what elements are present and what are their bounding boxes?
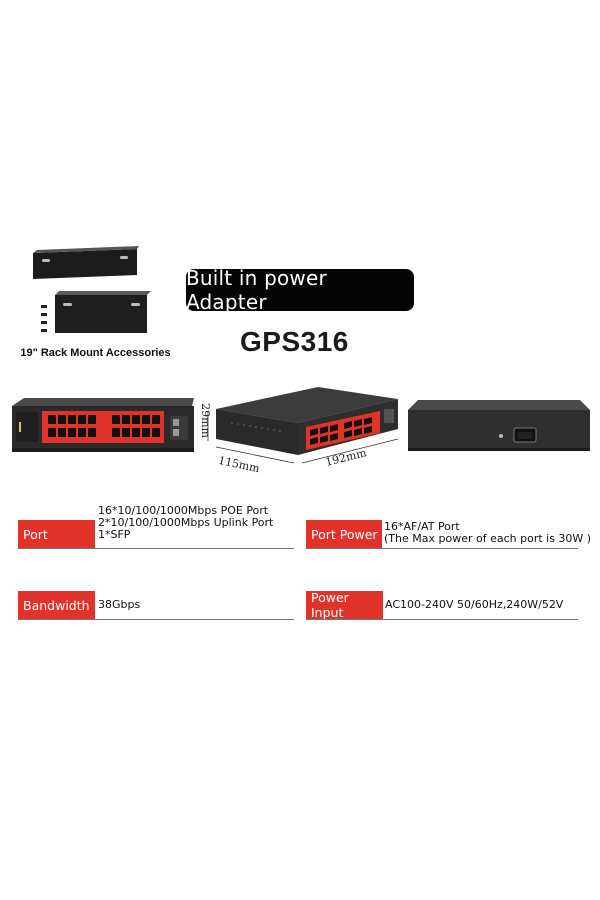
port-line-1: 16*10/100/1000Mbps POE Port [98,504,269,517]
power-input-value: AC100-240V 50/60Hz,240W/52V [385,598,564,611]
port-line-3: 1*SFP [98,528,131,541]
bandwidth-spec-label: Bandwidth [18,591,95,619]
model-title: GPS316 [240,326,349,357]
port-divider [18,548,294,549]
switch-rear-image [408,400,590,451]
power-input-spec-label: Power Input [306,590,383,620]
switch-front-image [12,398,194,452]
built-in-adapter-banner: Built in power Adapter [186,266,414,314]
switch-perspective-image [207,387,399,464]
height-dimension-label: 29mm [198,403,212,438]
rack-accessories-label: 19" Rack Mount Accessories [20,347,171,359]
port-spec-lines: 16*10/100/1000Mbps POE Port 2*10/100/100… [98,505,273,541]
rack-bracket-image [33,246,151,333]
port-power-spec-label: Port Power [306,520,382,548]
power-input-divider [306,619,578,620]
bandwidth-divider [18,619,294,620]
port-line-2: 2*10/100/1000Mbps Uplink Port [98,516,274,529]
port-power-divider [306,548,578,549]
bandwidth-value: 38Gbps [98,598,141,611]
port-power-line-1: 16*AF/AT Port [384,520,460,533]
port-power-line-2: (The Max power of each port is 30W ) [384,532,592,545]
port-spec-label: Port [18,520,95,548]
port-power-spec-lines: 16*AF/AT Port (The Max power of each por… [384,521,591,545]
